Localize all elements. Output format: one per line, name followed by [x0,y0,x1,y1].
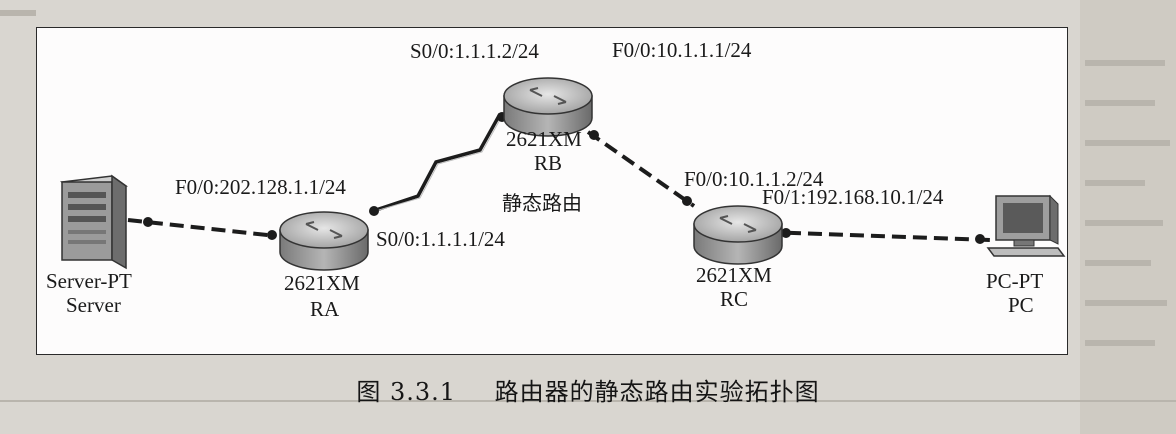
rc-f01-label: F0/1:192.168.10.1/24 [762,185,944,209]
link-server-ra [127,217,277,240]
rc-f00-label: F0/0:10.1.1.2/24 [684,167,824,191]
diagram-frame [36,27,1068,355]
pc-icon [986,194,1066,257]
figure-caption: 图 3.3.1 路由器的静态路由实验拓扑图 [0,372,1176,407]
rc-name-label: RC [720,287,748,311]
router-rc-icon [693,205,783,265]
server-icon [59,174,129,270]
rb-name-label: RB [534,151,562,175]
rb-note-label: 静态路由 [502,191,582,215]
rb-f00-label: F0/0:10.1.1.1/24 [612,38,752,62]
ra-s00-label: S0/0:1.1.1.1/24 [376,227,505,251]
ra-model-label: 2621XM [284,271,360,295]
rb-s00-label: S0/0:1.1.1.2/24 [410,39,539,63]
figure-title: 路由器的静态路由实验拓扑图 [494,378,820,406]
figure-number: 图 3.3.1 [356,378,457,406]
link-rb-rc [586,130,696,208]
rb-model-label: 2621XM [506,127,582,151]
ra-name-label: RA [310,297,340,321]
router-rb-icon [503,77,593,137]
server-name-label: Server [66,293,121,317]
router-ra-icon [279,211,369,271]
pc-type-label: PC-PT [986,269,1043,293]
link-ra-rb-serial [369,112,507,216]
rc-model-label: 2621XM [696,263,772,287]
server-type-label: Server-PT [46,269,132,293]
pc-name-label: PC [1008,293,1034,317]
link-rc-pc [765,228,991,244]
ra-f00-label: F0/0:202.128.1.1/24 [175,175,346,199]
